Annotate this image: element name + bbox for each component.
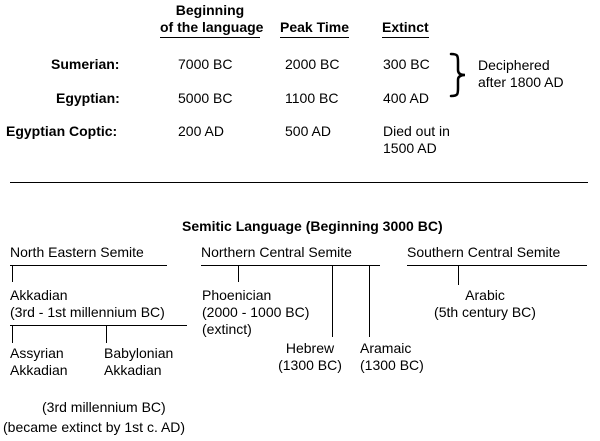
row-sumerian-name: Sumerian: [51,56,120,72]
connector-babylonian [106,325,107,343]
row-egyptian-peak: 1100 BC [285,90,339,106]
row-coptic-beginning: 200 AD [178,123,224,139]
hebrew-period: (1300 BC) [278,357,342,373]
branch-northern-central-line [201,265,380,266]
section-divider [10,182,588,183]
akkadian-sub-note2: (became extinct by 1st c. AD) [3,419,186,435]
header-beginning-line2: of the language [160,19,264,35]
row-coptic-extinct-line1: Died out in [383,123,450,139]
hebrew-node: Hebrew (1300 BC) [270,340,350,374]
tree-title: Semitic Language (Beginning 3000 BC) [182,218,443,234]
brace-note-line1: Deciphered [478,57,550,73]
babylonian-node: Babylonian Akkadian [104,345,173,379]
row-egyptian-name: Egyptian: [56,90,120,106]
assyrian-node: Assyrian Akkadian [10,345,68,379]
row-egyptian-beginning: 5000 BC [178,90,233,106]
header-beginning-line1: Beginning [175,2,245,18]
arabic-period: (5th century BC) [434,304,536,320]
akkadian-node: Akkadian (3rd - 1st millennium BC) [10,287,165,321]
connector-arabic [458,265,459,285]
connector-aramaic [369,265,370,337]
akkadian-sub-note1: (3rd millennium BC) [42,399,166,415]
row-egyptian-extinct: 400 AD [383,90,429,106]
row-coptic-name: Egyptian Coptic: [6,123,118,139]
row-sumerian-extinct: 300 BC [383,56,430,72]
row-coptic-peak: 500 AD [285,123,331,139]
connector-hebrew [332,265,333,337]
arabic-node: Arabic (5th century BC) [420,287,550,321]
brace-note: Deciphered after 1800 AD [478,57,564,91]
branch-southern-central: Southern Central Semite [407,244,561,260]
connector-assyrian [12,325,13,343]
babylonian-line2: Akkadian [104,362,162,378]
assyrian-line2: Akkadian [10,362,68,378]
phoenician-name: Phoenician [202,287,272,303]
aramaic-node: Aramaic (1300 BC) [360,340,424,374]
curly-brace [449,52,466,98]
row-coptic-extinct: Died out in 1500 AD [383,123,450,157]
phoenician-node: Phoenician (2000 - 1000 BC) (extinct) [202,287,309,338]
branch-northern-central: Northern Central Semite [201,244,352,260]
header-beginning: Beginning of the language [160,2,264,38]
branch-north-eastern-line [10,265,167,266]
hebrew-name: Hebrew [285,340,335,356]
aramaic-name: Aramaic [360,340,412,356]
arabic-name: Arabic [465,287,505,303]
branch-north-eastern: North Eastern Semite [10,244,144,260]
connector-akkadian [12,265,13,282]
phoenician-period: (2000 - 1000 BC) [202,304,310,320]
assyrian-line1: Assyrian [10,345,64,361]
brace-note-line2: after 1800 AD [478,74,564,90]
header-extinct: Extinct [382,19,429,38]
akkadian-name: Akkadian [10,287,68,303]
row-coptic-extinct-line2: 1500 AD [383,140,437,156]
branch-southern-central-line [407,265,587,266]
row-sumerian-beginning: 7000 BC [178,56,233,72]
connector-phoenician [238,265,239,282]
header-peak-time: Peak Time [280,19,350,38]
babylonian-line1: Babylonian [104,345,174,361]
akkadian-period: (3rd - 1st millennium BC) [10,304,165,320]
akkadian-sub-line [10,325,187,326]
aramaic-period: (1300 BC) [360,357,424,373]
row-sumerian-peak: 2000 BC [285,56,340,72]
phoenician-status: (extinct) [202,321,252,337]
